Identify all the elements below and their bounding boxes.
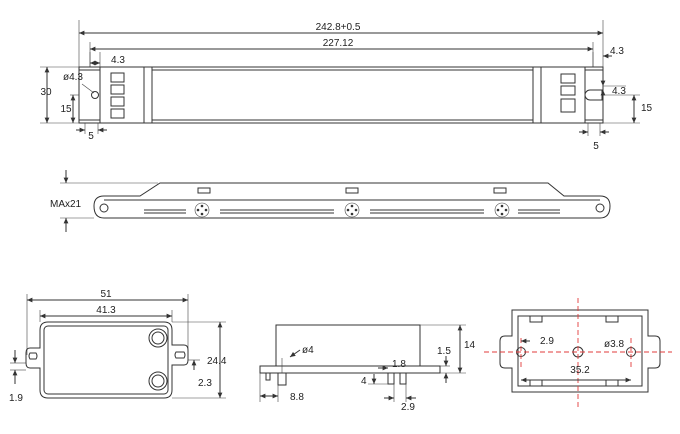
hole-height-label: 15 [60,104,72,115]
terminal [110,108,125,119]
side-view: MAx21 [50,170,611,232]
small-overall-label: 51 [100,289,112,300]
overall-length-label: 242.8+0.5 [316,22,361,33]
right-height-label: 15 [641,103,653,114]
small-slot-label: 2.3 [198,378,212,389]
driver-housing [78,66,604,124]
mount-hole [595,203,605,213]
small-gap-label: 4 [361,376,367,387]
side-profile [93,182,611,219]
hole-diameter-label: ø4.3 [63,72,83,83]
terminal [560,85,576,96]
left-slot-label: 5 [88,131,94,142]
mount-slot [584,89,603,101]
small-screw [148,371,168,391]
terminal [110,96,125,107]
small-bottom-outline [499,309,661,393]
small-bottom-view: 2.9 ø3.8 35.2 [484,298,672,410]
small-cap-label: 1.5 [437,346,451,357]
mount-hole [91,91,99,99]
right-bottom-label: 5 [593,141,599,152]
small-top-view: 51 41.3 24.4 2.3 1.9 [9,289,227,404]
small-screw-post [277,373,287,386]
max-height-label: MAx21 [50,199,82,210]
small-driver-outline [25,321,189,399]
small-height-label: 24.4 [207,356,227,367]
bottom-spacing-label: 35.2 [570,365,590,376]
small-inner-label: 41.3 [96,305,116,316]
small-height-label-side: 14 [464,340,476,351]
small-flange-label: 8.8 [290,392,304,403]
bottom-offset-label: 2.9 [540,336,554,347]
small-side-view: ø4 14 1.5 1.8 4 2.9 8.8 [259,324,476,413]
bottom-hole-label: ø3.8 [604,339,624,350]
small-bottom-inner [517,315,643,387]
height-label: 30 [40,87,52,98]
small-screw [148,328,168,348]
top-view: 242.8+0.5 227.12 4.3 ø4.3 3 [40,20,653,152]
terminal [560,73,576,84]
left-offset-label: 4.3 [111,55,125,66]
vent-pattern [194,202,510,218]
terminal [110,84,125,95]
mount-spacing-label: 227.12 [323,38,354,49]
right-top-label: 4.3 [610,46,624,57]
mount-hole [99,203,109,213]
terminal [110,72,125,83]
terminal [560,98,576,113]
small-bottom-label: 1.9 [9,393,23,404]
small-pin-label: 1.8 [392,359,406,370]
right-slot-label: 4.3 [612,86,626,97]
small-pitch-label: 2.9 [401,402,415,413]
small-screw-label: ø4 [302,345,314,356]
